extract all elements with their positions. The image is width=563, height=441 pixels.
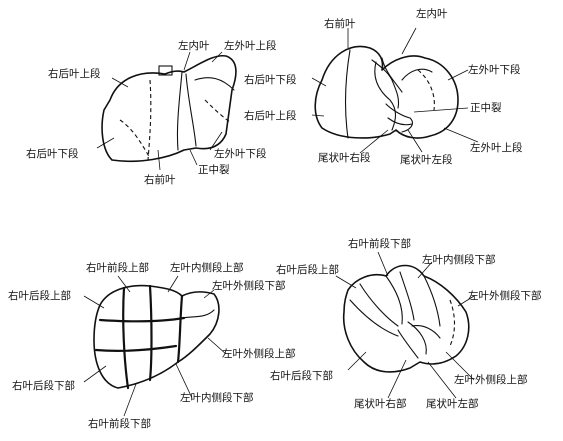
label-caudate-left: 尾状叶左部 — [426, 398, 479, 410]
label-left-lateral-inferior: 左叶外侧段下部 — [468, 290, 542, 302]
label-right-anterior-lobe: 右前叶 — [324, 18, 356, 30]
label-left-lateral-superior: 左外叶上段 — [470, 142, 523, 154]
label-right-anterior-superior: 右叶前段上部 — [86, 262, 149, 274]
label-left-lateral-superior: 左叶外侧段上部 — [222, 348, 296, 360]
label-left-lateral-superior: 左外叶上段 — [224, 40, 277, 52]
label-caudate-right: 尾状叶右段 — [318, 152, 371, 164]
label-left-medial-superior: 左叶内侧段上部 — [170, 262, 244, 274]
liver-anterior-segments-bottom-left — [83, 275, 227, 417]
label-right-posterior-superior: 右后叶上段 — [244, 110, 297, 122]
label-right-posterior-superior: 右叶后段上部 — [8, 290, 71, 302]
label-right-anterior-lobe: 右前叶 — [144, 174, 176, 186]
label-right-posterior-superior: 右叶后段上部 — [276, 264, 339, 276]
label-median-fissure: 正中裂 — [198, 164, 230, 176]
label-left-medial-inferior: 左叶内侧段下部 — [422, 254, 496, 266]
liver-visceral-view-top-right — [311, 27, 479, 154]
label-left-lateral-inferior: 左外叶下段 — [214, 148, 267, 160]
label-left-medial-lobe: 左内叶 — [416, 8, 448, 20]
label-left-lateral-inferior: 左叶外侧段下部 — [212, 280, 286, 292]
label-left-lateral-superior: 左叶外侧段上部 — [454, 374, 528, 386]
label-right-posterior-inferior: 右叶后段下部 — [270, 370, 333, 382]
label-right-anterior-inferior: 右叶前段下部 — [348, 238, 411, 250]
label-right-posterior-inferior: 右后叶下段 — [244, 74, 297, 86]
label-right-anterior-inferior: 右叶前段下部 — [88, 418, 151, 430]
liver-visceral-segments-bottom-right — [335, 251, 475, 399]
label-left-medial-inferior: 左叶内侧段下部 — [180, 392, 254, 404]
label-left-medial-lobe: 左内叶 — [178, 40, 210, 52]
label-left-lateral-inferior: 左外叶下段 — [468, 64, 521, 76]
label-right-posterior-superior: 右后叶上段 — [48, 68, 101, 80]
label-caudate-left: 尾状叶左段 — [400, 154, 453, 166]
label-median-fissure: 正中裂 — [470, 102, 502, 114]
label-right-posterior-inferior: 右叶后段下部 — [12, 380, 75, 392]
label-caudate-right: 尾状叶右部 — [354, 398, 407, 410]
liver-anterior-view-top-left — [96, 51, 237, 171]
label-right-posterior-inferior: 右后叶下段 — [26, 148, 79, 160]
